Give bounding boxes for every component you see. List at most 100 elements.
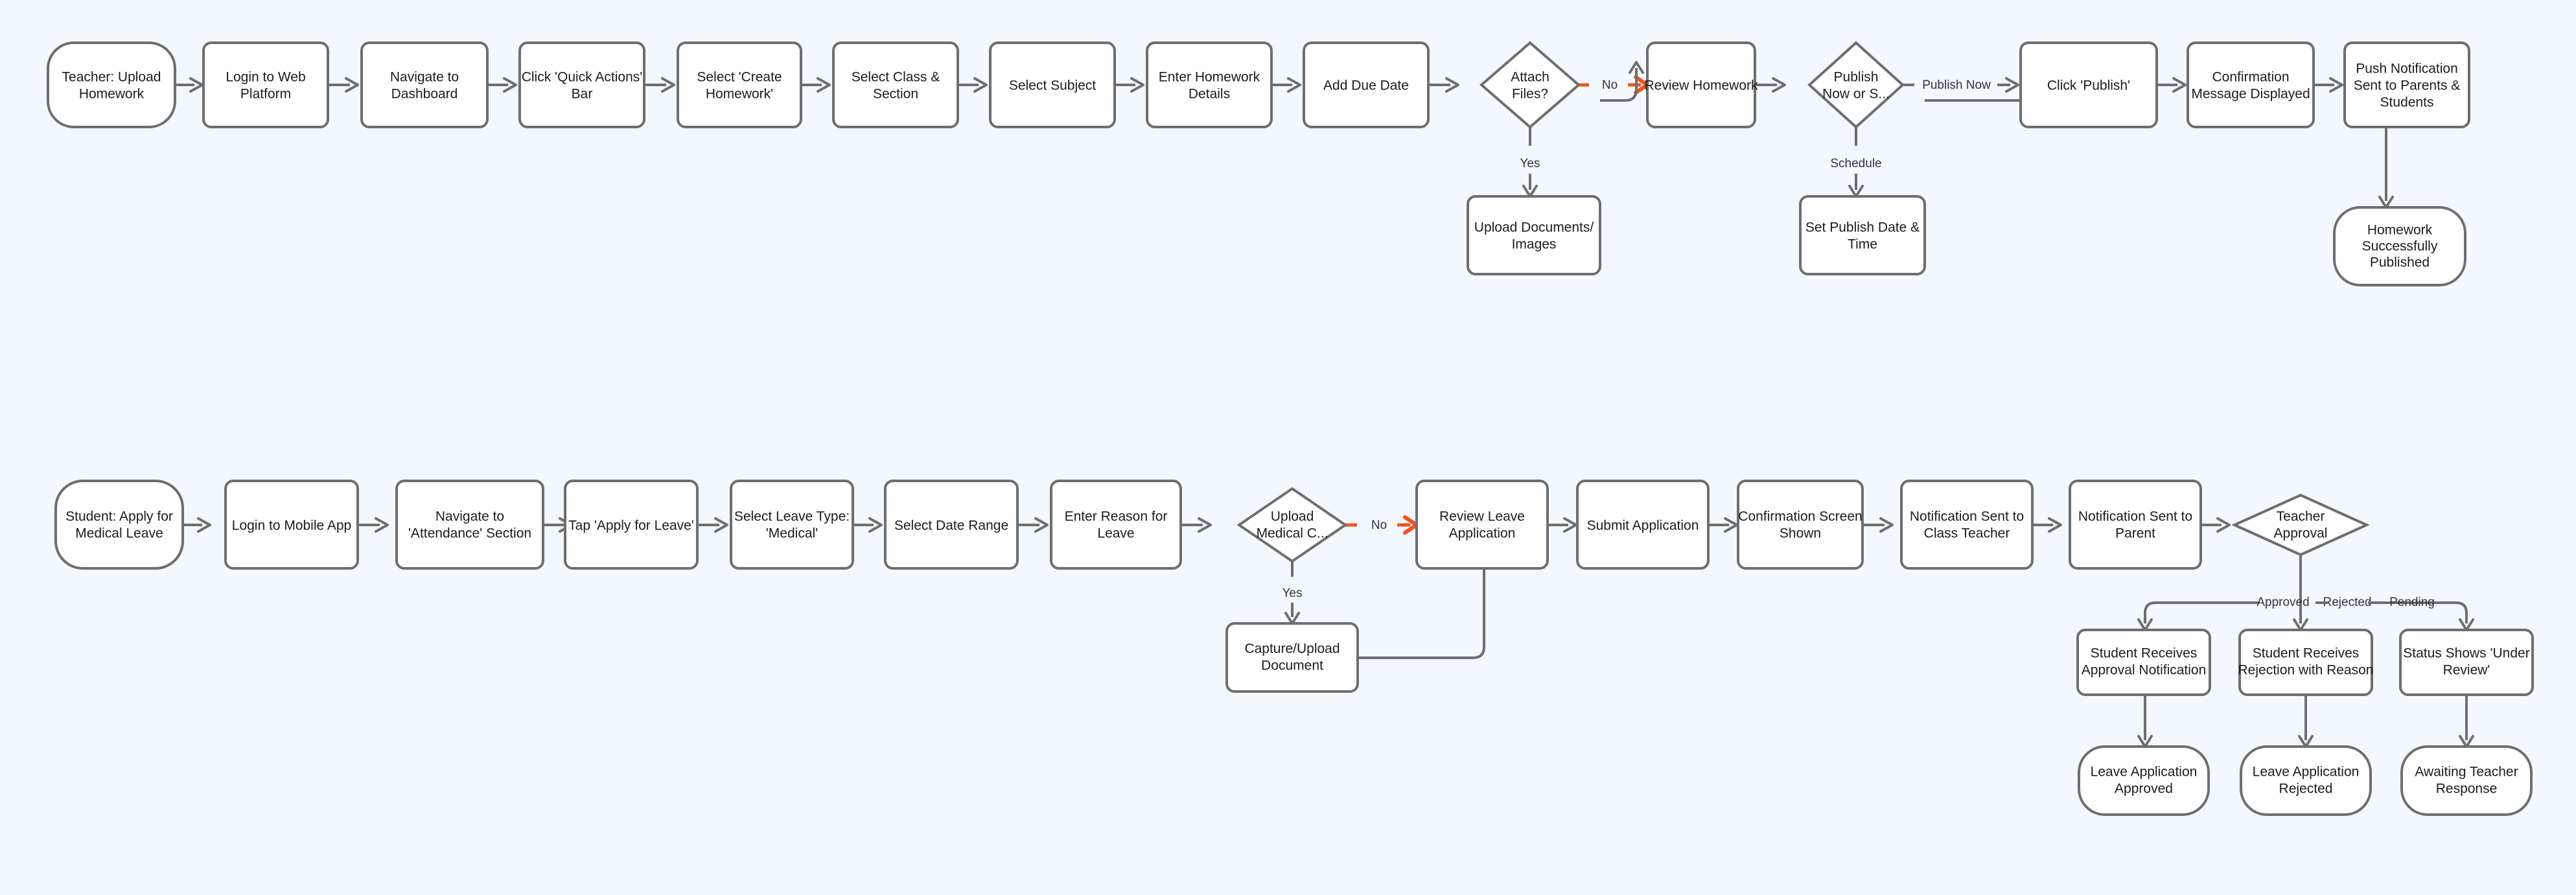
node-navigate-dashboard[interactable]: Navigate to Dashboard [360,41,489,128]
node-notification-parent[interactable]: Notification Sent to Parent [2069,480,2202,570]
node-navigate-attendance[interactable]: Navigate to 'Attendance' Section [395,480,544,570]
node-shape-process [2069,480,2202,570]
arrow-head-icon [1629,61,1644,74]
node-login-web-platform[interactable]: Login to Web Platform [202,41,329,128]
node-select-leave-type[interactable]: Select Leave Type: 'Medical' [730,480,854,570]
arrow-head-icon [345,77,359,93]
node-upload-medical-decision[interactable]: Upload Medical C... [1236,487,1348,563]
edge-attach-yes: Yes [1520,127,1540,198]
node-shape-process [989,41,1116,128]
edge-label-rejected: Rejected [2323,596,2372,609]
arrow-head-icon [1287,77,1301,93]
edge-label-attach-yes: Yes [1520,157,1540,170]
node-add-due-date[interactable]: Add Due Date [1303,41,1430,128]
node-shape-process [1225,622,1359,693]
node-shape-decision [1236,487,1348,563]
edge-label-upload-no: No [1371,518,1387,532]
edge-elbow-capture [1358,507,1485,659]
node-review-leave-application[interactable]: Review Leave Application [1415,480,1549,570]
edge-uploaddocs-review [1600,61,1644,102]
arrow-head-icon [1879,517,1894,533]
node-shape-process [1900,480,2034,570]
edge-label-pending: Pending [2389,596,2435,609]
node-select-date-range[interactable]: Select Date Range [884,480,1019,570]
arrow-head-icon [714,517,728,533]
edges-student-flow [183,517,1212,533]
node-review-homework[interactable]: Review Homework [1644,41,1758,128]
arrow-head-icon [817,77,831,93]
node-enter-homework-details[interactable]: Enter Homework Details [1146,41,1273,128]
node-terminal-leave-approved[interactable]: Leave Application Approved [2078,745,2210,816]
node-set-publish-date-time[interactable]: Set Publish Date & Time [1799,195,1926,275]
node-shape-process [224,480,359,570]
node-shape-process [1737,480,1864,570]
node-shape-process [2019,41,2158,128]
node-status-under-review[interactable]: Status Shows 'Under Review' [2399,629,2534,696]
edge-clickpublish-confirmation [2157,77,2187,93]
arrow-head-icon [2172,77,2187,93]
node-approval-notification[interactable]: Student Receives Approval Notification [2076,629,2211,696]
arrow-head-icon [1130,77,1144,93]
node-teacher-start[interactable]: Teacher: Upload Homework [47,41,176,128]
node-attach-files-decision[interactable]: Attach Files? [1479,41,1581,129]
edge-label-approved: Approved [2257,596,2309,609]
node-shape-terminal [2333,206,2466,286]
node-shape-terminal [2400,745,2533,816]
node-shape-terminal [2078,745,2210,816]
node-submit-application[interactable]: Submit Application [1576,480,1710,570]
node-terminal-leave-rejected[interactable]: Leave Application Rejected [2240,745,2372,816]
edge-label-upload-yes: Yes [1282,587,1303,600]
arrow-head-icon [2329,77,2343,93]
edge-review-publish [1755,77,1786,93]
node-shape-process [1146,41,1273,128]
node-teacher-approval-decision[interactable]: Teacher Approval [2231,493,2370,557]
node-shape-terminal [47,41,176,128]
node-notification-class-teacher[interactable]: Notification Sent to Class Teacher [1900,480,2034,570]
node-shape-terminal [2240,745,2372,816]
edge-push-end [2378,127,2394,209]
node-shape-process [564,480,699,570]
edge-publish-schedule: Schedule [1830,127,1882,198]
node-select-subject[interactable]: Select Subject [989,41,1116,128]
arrow-head-icon [973,77,988,93]
node-homework-published-terminal[interactable]: Homework Successfully Published [2333,206,2466,286]
node-click-publish[interactable]: Click 'Publish' [2019,41,2158,128]
node-push-notification[interactable]: Push Notification Sent to Parents & Stud… [2343,41,2470,128]
node-shape-process [1646,41,1756,128]
node-select-create-homework[interactable]: Select 'Create Homework' [677,41,802,128]
node-shape-process [395,480,544,570]
node-shape-process [2399,629,2534,696]
edge-confirm-notifyteacher [1862,517,1894,533]
node-shape-process [1303,41,1430,128]
node-quick-actions-bar[interactable]: Click 'Quick Actions' Bar [518,41,645,128]
node-tap-apply-for-leave[interactable]: Tap 'Apply for Leave' [564,480,699,570]
node-shape-decision [1807,41,1905,129]
node-publish-decision[interactable]: Publish Now or S... [1807,41,1905,129]
node-capture-upload-document[interactable]: Capture/Upload Document [1225,622,1359,693]
edge-notifyparent-approval [2201,517,2231,533]
arrow-head-icon [503,77,517,93]
node-select-class-section[interactable]: Select Class & Section [832,41,959,128]
node-rejection-notification[interactable]: Student Receives Rejection with Reason [2238,629,2374,696]
node-student-start[interactable]: Student: Apply for Medical Leave [54,480,184,570]
edges-teacher-approval-branches: Approved Rejected Pending [2137,555,2474,631]
arrow-head-icon [1445,77,1459,93]
node-shape-process [832,41,959,128]
node-confirmation-screen[interactable]: Confirmation Screen Shown [1737,480,1864,570]
edge-notifyteacher-notifyparent [2032,517,2062,533]
arrow-head-icon [661,77,675,93]
node-confirmation-message[interactable]: Confirmation Message Displayed [2187,41,2315,128]
node-enter-reason-leave[interactable]: Enter Reason for Leave [1050,480,1182,570]
edge-label-publish-now: Publish Now [1922,78,1991,92]
node-upload-documents-images[interactable]: Upload Documents/ Images [1467,195,1601,275]
edge-label-attach-no: No [1602,78,1618,92]
node-shape-process [518,41,645,128]
node-shape-process [730,480,854,570]
node-shape-process [1415,480,1549,570]
arrow-head-icon [2216,517,2231,533]
node-terminal-awaiting-response[interactable]: Awaiting Teacher Response [2400,745,2533,816]
node-shape-process [1576,480,1710,570]
node-login-mobile-app[interactable]: Login to Mobile App [224,480,359,570]
arrow-head-icon [868,517,883,533]
